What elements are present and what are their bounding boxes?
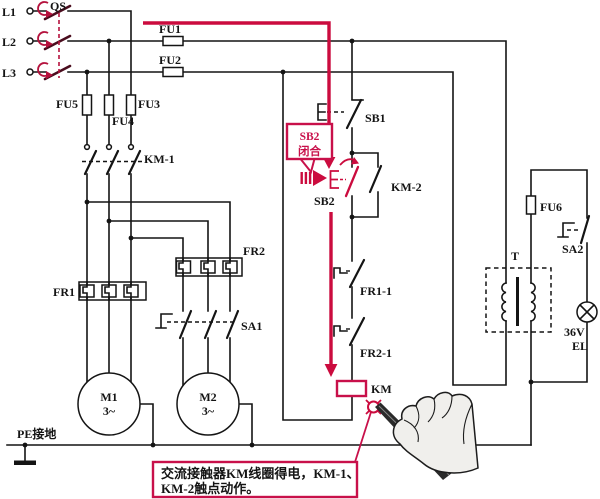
fuse-fu6 [525,195,537,215]
label-sb1: SB1 [365,111,386,125]
current-flow-arrows [143,21,338,377]
contact-fr2-1 [333,316,366,347]
motor-m2-phase: 3~ [202,404,215,418]
label-fr1-1: FR1-1 [360,284,392,298]
switch-sa2 [557,214,591,245]
primary-coil [501,282,507,322]
qs-rotate-arrows [37,1,53,79]
fuse-fu1 [162,35,184,47]
secondary-coil [530,282,536,322]
label-t: T [511,249,519,263]
junction-dots [22,38,534,448]
button-sb2 [329,157,360,198]
switch-qs [26,1,72,81]
switch-sa1 [155,309,240,340]
label-km1: KM-1 [144,152,175,166]
label-fu2: FU2 [159,53,181,67]
note-line1: 交流接触器KM线圈得电，KM-1、 [161,466,360,481]
motor-m2-label: M2 [199,390,216,404]
label-sa2: SA2 [562,242,583,256]
ground-symbol [14,460,36,465]
label-fu6: FU6 [540,200,562,214]
label-pe-ground: PE接地 [17,426,56,441]
thermal-relay-fr1 [78,281,147,301]
hand-with-pen-illustration [375,391,479,480]
note-box: 交流接触器KM线圈得电，KM-1、 KM-2触点动作。 [151,460,360,499]
terminal-l2 [26,37,34,45]
label-lamp-el: EL [572,339,588,353]
label-lamp-voltage: 36V [564,325,585,339]
label-fr2-1: FR2-1 [360,346,392,360]
coil-km [335,379,368,398]
note-line2: KM-2触点动作。 [161,481,259,496]
fuses [81,35,537,215]
pointer-burst [354,399,382,463]
motor-m1-label: M1 [100,390,117,404]
wiring [6,10,588,465]
sb2-rotate-arrowhead [351,157,359,165]
fuse-fu5 [81,94,93,116]
label-qs: QS [50,0,66,13]
motor-m2: M2 3~ [176,372,240,436]
label-l1: L1 [2,5,16,19]
label-l3: L3 [2,66,16,80]
fuse-fu3 [125,94,137,116]
thermal-relay-fr2 [175,257,243,277]
motor-m1-phase: 3~ [103,404,116,418]
callout-line2: 闭合 [298,144,321,158]
callout-sb2-closed: SB2 闭合 [285,122,334,175]
component-labels: L1 L2 L3 QS FU1 FU2 FU3 FU4 FU5 KM-1 FR2… [2,0,588,441]
fuse-fu4 [103,94,115,116]
transformer-t [485,267,552,333]
motor-m1: M1 3~ [77,372,141,436]
label-km2: KM-2 [391,180,422,194]
label-fr1: FR1 [53,285,75,299]
contact-km2 [368,164,383,194]
label-sa1: SA1 [241,319,262,333]
press-arrow-icon [300,170,327,186]
label-fu4: FU4 [112,114,134,128]
label-fu5: FU5 [56,97,78,111]
callout-line1: SB2 [300,131,320,143]
lamp-el [576,301,598,323]
label-fr2: FR2 [243,244,265,258]
label-fu3: FU3 [138,97,160,111]
label-l2: L2 [2,35,16,49]
contact-fr1-1 [333,258,366,289]
fuse-fu2 [162,66,184,78]
terminal-l3 [26,68,34,76]
label-sb2: SB2 [314,194,335,208]
label-km: KM [371,382,392,396]
terminal-l1 [26,7,34,15]
callout-box [285,122,334,161]
contactor-km1-contacts [82,143,142,176]
label-fu1: FU1 [159,22,181,36]
